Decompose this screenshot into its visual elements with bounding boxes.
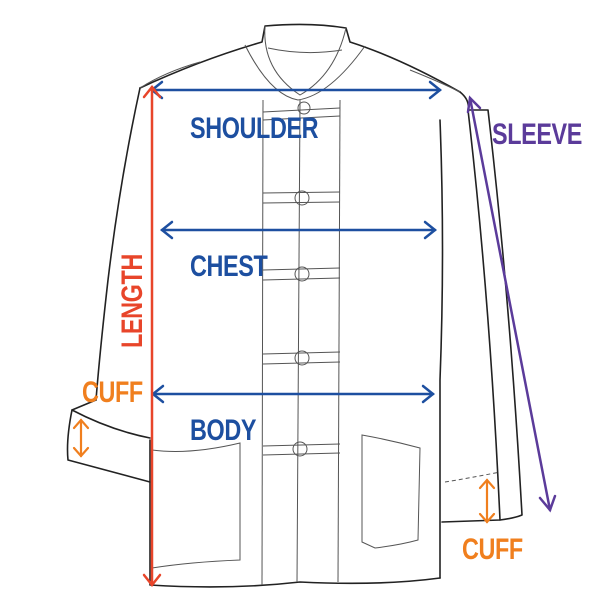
cuff-right-label: CUFF (462, 533, 523, 566)
shoulder-label: SHOULDER (190, 112, 319, 145)
length-label: LENGTH (116, 254, 149, 348)
cuff-left-label: CUFF (82, 376, 143, 409)
sleeve-label: SLEEVE (492, 118, 582, 151)
chest-label: CHEST (190, 250, 268, 283)
body-label: BODY (190, 414, 257, 447)
